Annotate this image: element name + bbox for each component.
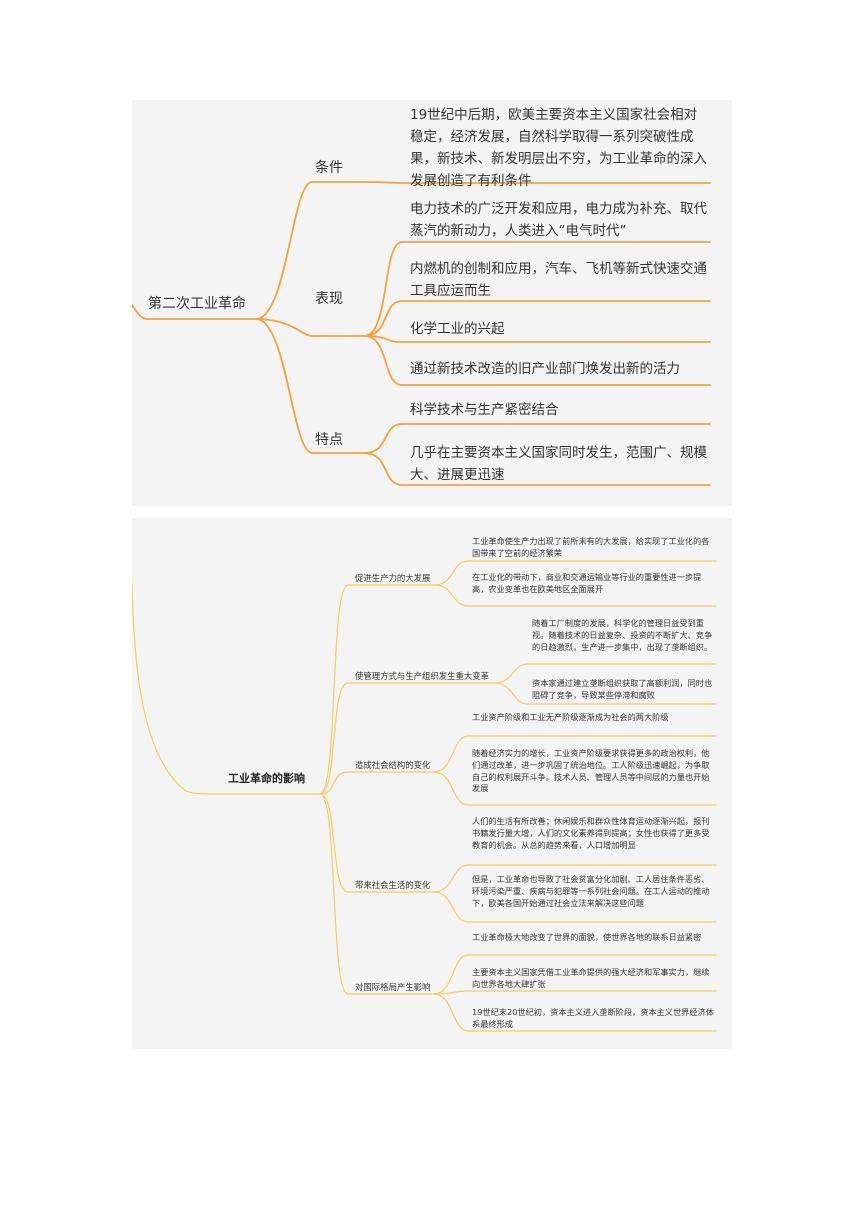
connector-conditions — [255, 181, 313, 320]
leaf-1-1: 工业革命使生产力出现了前所未有的大发展，给实现了工业化的各国带来了空前的经济繁荣 — [472, 536, 710, 558]
branch-conditions: 条件 — [315, 160, 343, 176]
connector-man-leaf4 — [363, 335, 403, 386]
connector-b3 — [319, 771, 349, 795]
root-node: 第二次工业革命 — [148, 296, 246, 312]
branch-productivity: 促进生产力的大发展 — [355, 573, 431, 583]
leaf-3-1: 工业资产阶级和工业无产阶级逐渐成为社会的两大阶级 — [472, 712, 669, 722]
mindmap-connectors — [132, 560, 717, 1032]
branch-international: 对国际格局产生影响 — [355, 982, 431, 992]
leaf-5-2: 主要资本主义国家凭借工业革命提供的强大经济和军事实力，继续向世界各地大肆扩张 — [472, 967, 710, 989]
root-incoming-curve — [132, 583, 215, 795]
leaf-5-1: 工业革命极大地改变了世界的面貌，使世界各地的联系日益紧密 — [472, 932, 702, 942]
connector-feat-leaf1 — [363, 423, 403, 454]
connector-cond-leaf — [363, 181, 403, 184]
leaf-conditions: 19世纪中后期，欧美主要资本主义国家社会相对稳定，经济发展，自然科学取得一系列突… — [410, 107, 707, 189]
connector-manifestations — [255, 318, 313, 337]
connector-feat-leaf2 — [363, 452, 403, 486]
mindmap-industrial-revolution-impact: 工业革命的影响 促进生产力的大发展 使管理方式与生产组织发生重大变革 造成社会结… — [132, 518, 732, 1049]
leaf-3-2: 随着经济实力的增长，工业资产阶级要求获得更多的政治权利，他们通过改革，进一步巩固… — [472, 748, 710, 794]
leaf-4-2: 但是，工业革命也导致了社会贫富分化加剧、工人居住条件恶劣、环境污染严重、疾病与犯… — [472, 874, 710, 908]
leaf-1-2: 在工业化的带动下，商业和交通运输业等行业的重要性进一步提高，农业变革也在欧美地区… — [472, 572, 702, 594]
mindmap-connectors — [132, 181, 711, 486]
branch-management: 使管理方式与生产组织发生重大变革 — [355, 671, 489, 681]
leaf-old-industries: 通过新技术改造的旧产业部门焕发出新的活力 — [410, 361, 680, 377]
leaf-4-1: 人们的生活有所改善；休闲娱乐和群众性体育运动逐渐兴起，报刊书籍发行量大增，人们的… — [472, 816, 710, 850]
connector-b1 — [319, 584, 349, 795]
connector-b5 — [319, 793, 349, 995]
leaf-5-3: 19世纪末20世纪初，资本主义进入垄断阶段，资本主义世界经济体系最终形成 — [472, 1007, 714, 1029]
leaf-2-1: 随着工厂制度的发展，科学化的管理日益受到重视。随着技术的日益复杂、投资的不断扩大… — [532, 618, 713, 652]
root-node: 工业革命的影响 — [228, 772, 305, 785]
connector-man-leaf2 — [363, 300, 403, 337]
branch-social-life: 带来社会生活的变化 — [355, 880, 431, 890]
branch-manifestations: 表现 — [315, 291, 343, 307]
connector-man-leaf1 — [363, 241, 403, 337]
mindmap-second-industrial-revolution: 第二次工业革命 条件 表现 特点 19世纪中后期，欧美主要资本主义国家社会相对稳… — [132, 100, 732, 506]
root-underline — [132, 304, 257, 320]
connector-features — [255, 318, 313, 454]
leaf-chemical-industry: 化学工业的兴起 — [410, 321, 505, 337]
leaf-simultaneous: 几乎在主要资本主义国家同时发生，范围广、规模大、进展更迅速 — [410, 445, 707, 483]
leaf-2-2: 资本家通过建立垄断组织获取了高额利润，同时也阻碍了竞争，导致某些停滞和腐败 — [532, 678, 713, 700]
connector-b4 — [319, 793, 349, 893]
leaf-combustion-engine: 内燃机的创制和应用，汽车、飞机等新式快速交通工具应运而生 — [410, 261, 707, 299]
connector-b2 — [319, 682, 349, 795]
leaf-science-production: 科学技术与生产紧密结合 — [410, 402, 559, 418]
leaf-electricity: 电力技术的广泛开发和应用，电力成为补充、取代蒸汽的新动力，人类进入“电气时代” — [410, 201, 707, 239]
branch-social-structure: 造成社会结构的变化 — [355, 760, 431, 770]
branch-features: 特点 — [315, 432, 343, 448]
